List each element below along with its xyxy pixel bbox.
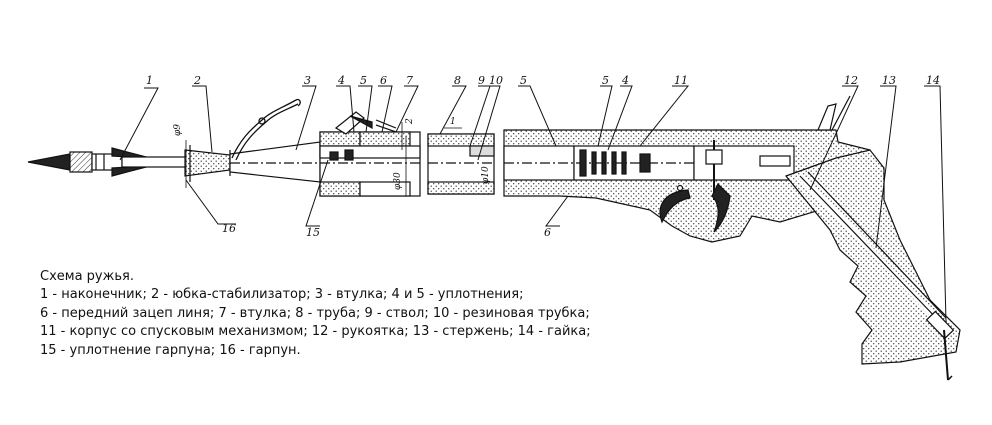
- dim-2: 2: [405, 118, 415, 125]
- dimension-labels: φ9 φ30 φ10 2 1: [173, 117, 491, 190]
- barrel-tube: [427, 133, 495, 195]
- dimension-marks: [185, 122, 495, 196]
- skirt-stabilizer: [121, 145, 231, 182]
- callout-6: 6: [380, 74, 387, 87]
- legend-line-1: 1 - наконечник; 2 - юбка-стабилизатор; 3…: [40, 287, 524, 303]
- callout-13: 13: [882, 74, 896, 87]
- callout-6b: 6: [544, 226, 551, 239]
- dim-phi9: φ9: [173, 124, 183, 136]
- callout-labels: 1 2 3 4 5 6 7 8 9 10 5 5 4 11 12 13 14 1…: [146, 74, 940, 239]
- callout-15: 15: [306, 226, 320, 239]
- callout-16: 16: [222, 222, 236, 235]
- legend-line-4: 15 - уплотнение гарпуна; 16 - гарпун.: [40, 342, 301, 358]
- shooting-line: [231, 98, 301, 161]
- legend-line-3: 11 - корпус со спусковым механизмом; 12 …: [40, 324, 591, 340]
- callout-8: 8: [454, 74, 461, 87]
- dim-1: 1: [450, 117, 456, 127]
- legend-caption: Схема ружья. 1 - наконечник; 2 - юбка-ст…: [40, 268, 640, 360]
- callout-1: 1: [146, 74, 153, 87]
- pistol-grip: [784, 149, 961, 381]
- callout-3: 3: [304, 74, 311, 87]
- callout-5: 5: [360, 74, 367, 87]
- dim-phi10: φ10: [481, 166, 491, 184]
- callout-5c: 5: [602, 74, 609, 87]
- callout-10: 10: [489, 74, 503, 87]
- callout-5b: 5: [520, 74, 527, 87]
- callout-12: 12: [844, 74, 858, 87]
- callout-9: 9: [478, 74, 485, 87]
- callout-7: 7: [406, 74, 413, 87]
- harpoon-shaft: [229, 141, 321, 183]
- legend-line-2: 6 - передний зацеп линя; 7 - втулка; 8 -…: [40, 305, 590, 321]
- dim-phi30: φ30: [393, 172, 403, 190]
- callout-2: 2: [193, 74, 201, 87]
- callout-4b: 4: [621, 74, 629, 87]
- harpoon-tip: [27, 147, 151, 177]
- callout-leaders: [119, 85, 947, 323]
- callout-14: 14: [926, 74, 940, 87]
- legend-title: Схема ружья.: [40, 269, 134, 284]
- callout-11: 11: [674, 74, 688, 87]
- body-trigger-mechanism: [503, 95, 871, 243]
- callout-4: 4: [337, 74, 345, 87]
